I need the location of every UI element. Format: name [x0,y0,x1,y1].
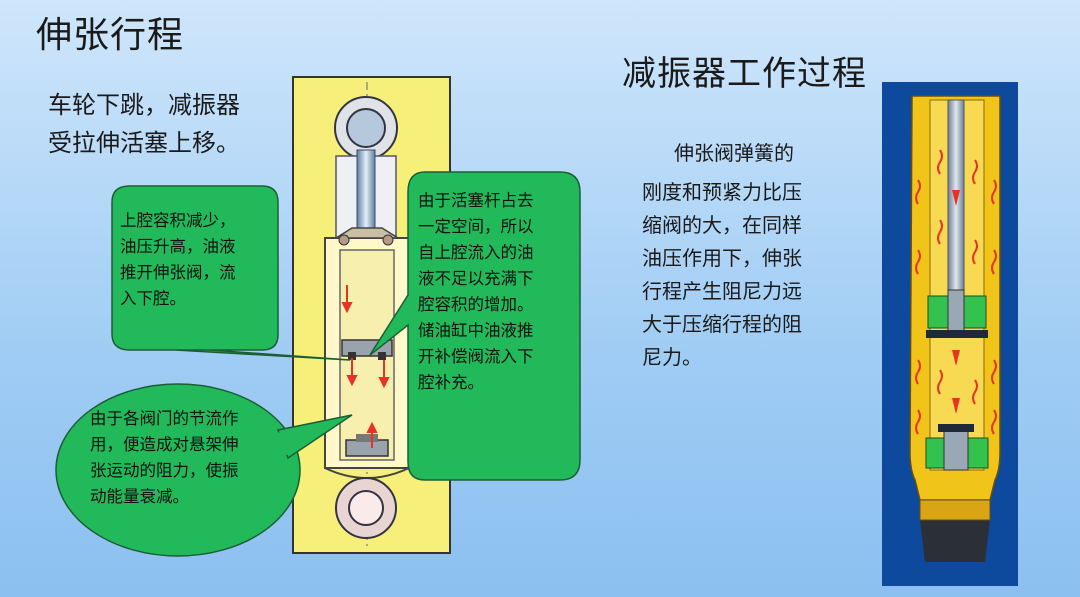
bubble-line: 推开伸张阀，流 [120,263,236,282]
speech-bubble-upper [111,185,351,361]
speech-bubble-lower [55,383,353,557]
bubble-line: 张运动的阻力，使振 [90,461,239,480]
bubble-line: 由于各阀门的节流作 [90,409,239,428]
bubble-line: 一定空间，所以 [418,217,534,236]
bubble-line: 上腔容积减少， [120,211,236,230]
bubble-line: 储油缸中油液推 [418,321,534,340]
speech-bubble-right [369,171,581,481]
bubble-line: 开补偿阀流入下 [418,347,534,366]
bubble-line: 入下腔。 [120,289,186,308]
bubble-line: 用，便造成对悬架伸 [90,435,239,454]
page-title: 伸张行程 [36,15,185,56]
explanation-line: 缩阀的大，在同样 [642,213,802,237]
bubble-line: 自上腔流入的油 [418,243,534,262]
bubble-line: 由于活塞杆占去 [418,191,534,210]
bubble-line: 动能量衰减。 [90,487,189,506]
intro-line: 车轮下跳，减振器 [48,91,240,119]
bubble-right-text: 由于活塞杆占去 一定空间，所以 自上腔流入的油 液不足以充满下 腔容积的增加。 … [418,188,568,396]
explanation-line: 伸张阀弹簧的 [674,141,794,165]
shock-absorber-working-figure [882,82,1018,586]
explanation-text: 伸张阀弹簧的 刚度和预紧力比压 缩阀的大，在同样 油压作用下，伸张 行程产生阻尼… [642,137,817,374]
bubble-line: 液不足以充满下 [418,269,534,288]
bubble-lower-text: 由于各阀门的节流作 用，便造成对悬架伸 张运动的阻力，使振 动能量衰减。 [90,406,270,510]
bubble-line: 腔补充。 [418,373,484,392]
bubble-line: 腔容积的增加。 [418,295,534,314]
bubble-upper-text: 上腔容积减少， 油压升高，油液 推开伸张阀，流 入下腔。 [120,208,270,312]
explanation-line: 刚度和预紧力比压 [642,180,802,204]
explanation-line: 尼力。 [642,345,702,369]
explanation-line: 行程产生阻尼力远 [642,279,802,303]
explanation-line: 大于压缩行程的阻 [642,312,802,336]
intro-line: 受拉伸活塞上移。 [48,129,240,157]
explanation-line: 油压作用下，伸张 [642,246,802,270]
bubble-line: 油压升高，油液 [120,237,236,256]
section-title: 减振器工作过程 [622,54,867,94]
intro-text: 车轮下跳，减振器 受拉伸活塞上移。 [48,86,240,162]
